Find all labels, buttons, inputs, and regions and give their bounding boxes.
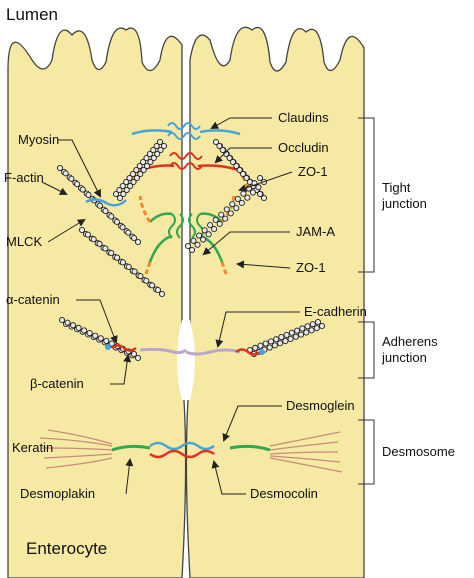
- bracket-adherens-junction: [358, 321, 375, 379]
- arrow-jam-a: [202, 231, 290, 256]
- arrow-desmoglein: [222, 405, 282, 442]
- zo1-bottom-label: ZO-1: [296, 260, 326, 275]
- arrow-f-actin: [41, 181, 68, 195]
- pointer-arrows: [41, 117, 300, 495]
- e-cadherin-label: E-cadherin: [304, 304, 367, 319]
- f-actin-filaments: [56, 138, 326, 362]
- arrow-e-cadherin: [215, 311, 300, 348]
- arrow-desmoplakin: [125, 458, 134, 495]
- tight-junction-label-line1: Tight: [382, 180, 411, 195]
- jam-a-strands: [148, 212, 224, 263]
- arrow-zo1-top: [238, 171, 293, 192]
- arrow-myosin: [58, 139, 101, 198]
- desmosome-label: Desmosome: [382, 444, 455, 459]
- arrow-beta-catenin: [110, 354, 132, 385]
- desmocolin-label: Desmocolin: [250, 486, 318, 501]
- keratin-label: Keratin: [12, 440, 53, 455]
- group-brackets: [358, 117, 375, 485]
- myosin-label: Myosin: [18, 132, 59, 147]
- desmoglein-label: Desmoglein: [286, 398, 355, 413]
- f-actin-bundle: [78, 226, 166, 298]
- beta-catenin-label: β-catenin: [30, 376, 84, 391]
- occludin-label: Occludin: [278, 140, 329, 155]
- lumen-label: Lumen: [6, 5, 58, 24]
- arrow-mlck: [47, 218, 86, 243]
- arrow-alpha-catenin: [76, 299, 118, 344]
- f-actin-label: F-actin: [4, 170, 44, 185]
- f-actin-bundle: [184, 174, 268, 254]
- tight-junction-label-line2: junction: [381, 196, 427, 211]
- alpha-catenin-label: α-catenin: [6, 292, 60, 307]
- arrow-occludin: [214, 147, 272, 164]
- intercellular-space: [177, 320, 195, 400]
- enterocyte-label: Enterocyte: [26, 539, 107, 558]
- desmoplakin-label: Desmoplakin: [20, 486, 95, 501]
- f-actin-bundle: [112, 138, 168, 202]
- mlck-label: MLCK: [6, 234, 42, 249]
- bracket-desmosome: [358, 419, 375, 485]
- jam-a-label: JAM-A: [296, 224, 335, 239]
- bracket-tight-junction: [358, 117, 375, 273]
- myosin: [85, 198, 127, 207]
- e-cadherin-strands: [105, 344, 265, 356]
- adherens-junction-label-line2: junction: [381, 350, 427, 365]
- claudins-strands: [131, 122, 241, 140]
- f-actin-bundle: [58, 316, 142, 362]
- desmosome-complex: [39, 429, 343, 473]
- adherens-junction-label-line1: Adherens: [382, 334, 438, 349]
- arrow-desmocolin: [211, 460, 246, 495]
- zo1-top-label: ZO-1: [298, 164, 328, 179]
- arrow-zo1-bottom: [236, 260, 291, 269]
- arrow-claudins: [210, 117, 272, 129]
- claudins-label: Claudins: [278, 110, 329, 125]
